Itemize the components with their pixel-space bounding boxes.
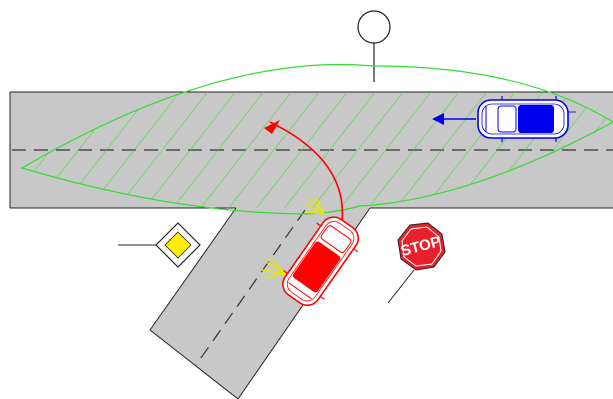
visibility-zone (20, 63, 613, 215)
headlight-rays-icon (261, 197, 325, 279)
left-arrow-icon (432, 113, 476, 125)
octagon-icon (397, 222, 446, 271)
stop-sign: STOP (387, 222, 446, 304)
red-car (282, 216, 360, 307)
priority-road-sign (118, 222, 201, 268)
blue-car (477, 96, 576, 142)
side-road-left-edge (149, 207, 237, 331)
lamp-post-icon (357, 10, 391, 82)
curved-left-arrow-icon (264, 120, 344, 223)
side-road-center-line (195, 209, 306, 366)
side-road-bottom-edge (149, 329, 239, 399)
